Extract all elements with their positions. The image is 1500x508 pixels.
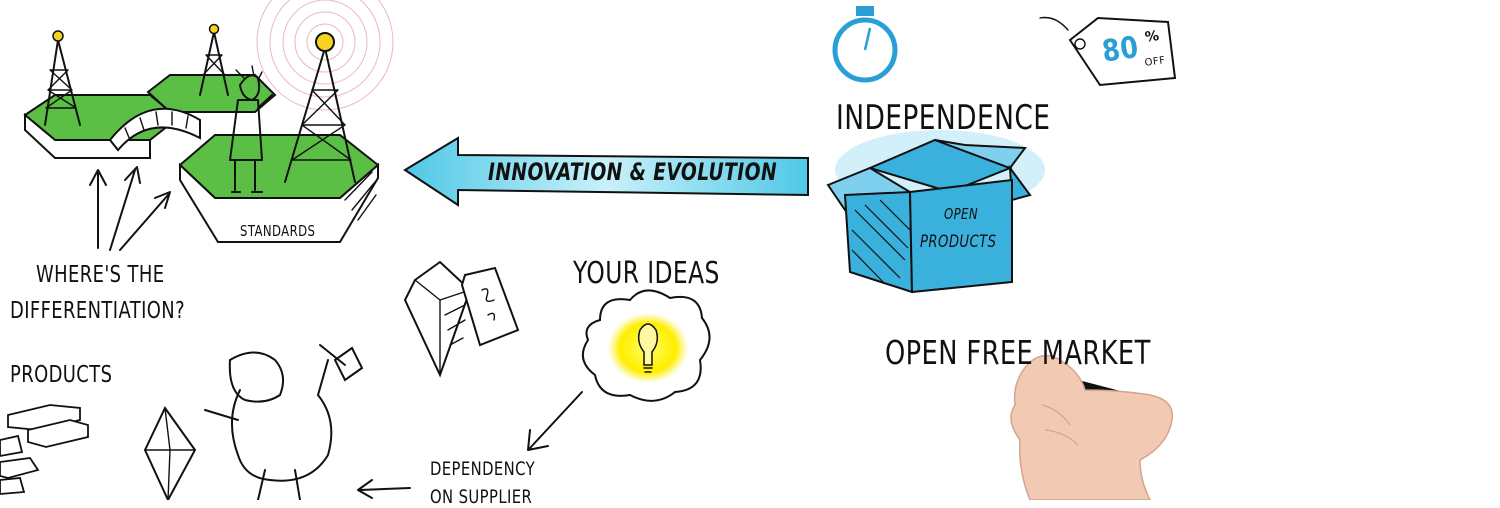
hand-with-marker-icon bbox=[1010, 354, 1174, 500]
open-products-line-1: OPEN bbox=[944, 205, 978, 223]
gem-icon bbox=[403, 260, 520, 378]
lightbulb-icon bbox=[581, 289, 711, 402]
bridge-icon bbox=[108, 107, 201, 152]
up-arrows bbox=[89, 166, 171, 251]
product-blocks bbox=[0, 404, 89, 495]
man-on-phone-figure bbox=[229, 65, 273, 193]
price-tag-icon bbox=[1039, 16, 1177, 87]
open-box-icon bbox=[826, 130, 1045, 294]
down-arrow bbox=[527, 391, 583, 451]
innovation-arrow bbox=[403, 136, 809, 207]
innovation-label: INNOVATION & EVOLUTION bbox=[488, 158, 778, 186]
your-ideas-label: YOUR IDEAS bbox=[573, 256, 720, 291]
dependency-line-1: DEPENDENCY bbox=[430, 458, 536, 480]
craftsman-figure bbox=[143, 344, 364, 500]
differentiation-line-2: DIFFERENTIATION? bbox=[10, 298, 185, 324]
radio-tower-icon bbox=[44, 0, 394, 183]
stopwatch-icon bbox=[832, 6, 898, 83]
products-label: PRODUCTS bbox=[10, 362, 113, 388]
open-products-line-2: PRODUCTS bbox=[920, 232, 997, 252]
left-arrow bbox=[357, 479, 411, 499]
standards-label: STANDARDS bbox=[240, 222, 316, 240]
discount-percent: % bbox=[1144, 27, 1161, 46]
dependency-line-2: ON SUPPLIER bbox=[430, 486, 533, 508]
discount-value: 80 bbox=[1100, 29, 1141, 70]
open-free-market-label: OPEN FREE MARKET bbox=[885, 333, 1151, 372]
standards-platforms bbox=[23, 74, 380, 243]
independence-label: INDEPENDENCE bbox=[836, 98, 1051, 138]
differentiation-line-1: WHERE'S THE bbox=[36, 262, 165, 288]
